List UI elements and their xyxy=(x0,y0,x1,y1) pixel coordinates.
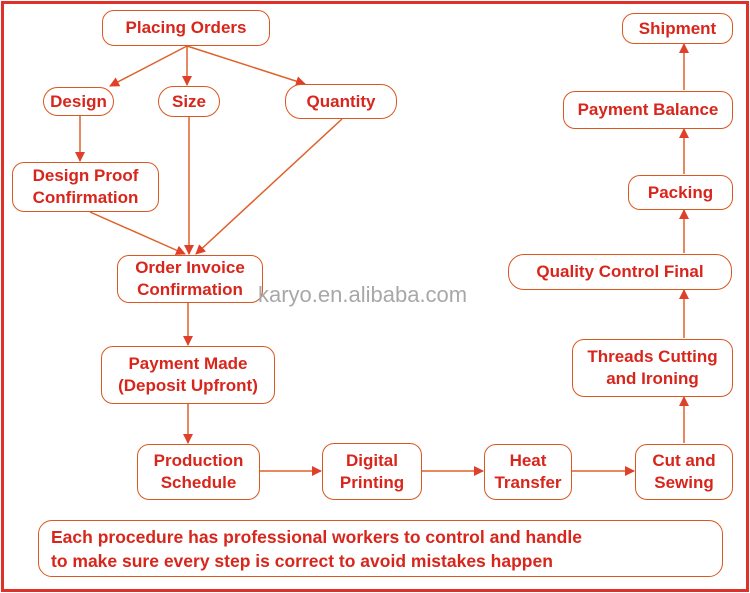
node-label: Order Invoice xyxy=(135,258,245,277)
node-packing: Packing xyxy=(628,175,733,210)
process-note: Each procedure has professional workers … xyxy=(38,520,723,577)
node-label: Cut and xyxy=(652,451,716,470)
note-line-1: Each procedure has professional workers … xyxy=(51,527,582,547)
node-label: Payment Made xyxy=(128,354,248,373)
arrow-proof-invoice xyxy=(89,211,186,255)
node-label: Transfer xyxy=(494,473,562,492)
node-label: Quantity xyxy=(306,91,376,111)
node-label: and Ironing xyxy=(606,369,699,388)
node-payment-balance: Payment Balance xyxy=(563,91,733,129)
node-threads-cutting: Threads Cutting and Ironing xyxy=(572,339,733,397)
note-line-2: to make sure every step is correct to av… xyxy=(51,551,553,571)
node-label: Size xyxy=(171,91,207,111)
node-label: Shipment xyxy=(638,18,717,38)
arrow-orders-design xyxy=(109,45,188,87)
node-design: Design xyxy=(43,87,114,116)
node-label: Heat xyxy=(509,451,547,470)
node-label: Digital xyxy=(346,450,398,470)
arrow-quantity-invoice xyxy=(195,118,343,255)
node-label: Design xyxy=(50,91,107,111)
node-size: Size xyxy=(158,86,220,117)
node-label: Placing Orders xyxy=(125,18,247,37)
node-quality-control: Quality Control Final xyxy=(508,254,732,290)
node-label: Confirmation xyxy=(137,280,243,299)
node-label: Printing xyxy=(339,472,405,492)
node-label: Schedule xyxy=(160,473,237,492)
node-placing-orders: Placing Orders xyxy=(102,10,270,46)
node-label: (Deposit Upfront) xyxy=(118,376,258,395)
arrow-orders-quantity xyxy=(186,45,306,87)
node-label: Quality Control Final xyxy=(536,262,704,281)
node-label: Payment Balance xyxy=(577,100,719,119)
node-label: Sewing xyxy=(654,473,714,492)
node-shipment: Shipment xyxy=(622,13,733,44)
node-label: Design Proof xyxy=(32,166,139,185)
watermark: karyo.en.alibaba.com xyxy=(258,282,468,307)
node-quantity: Quantity xyxy=(285,84,397,119)
node-label: Threads Cutting xyxy=(587,347,718,366)
node-label: Packing xyxy=(647,182,714,202)
node-payment-made: Payment Made (Deposit Upfront) xyxy=(101,346,275,404)
node-label: Production xyxy=(153,451,244,470)
node-label: Confirmation xyxy=(32,188,139,207)
